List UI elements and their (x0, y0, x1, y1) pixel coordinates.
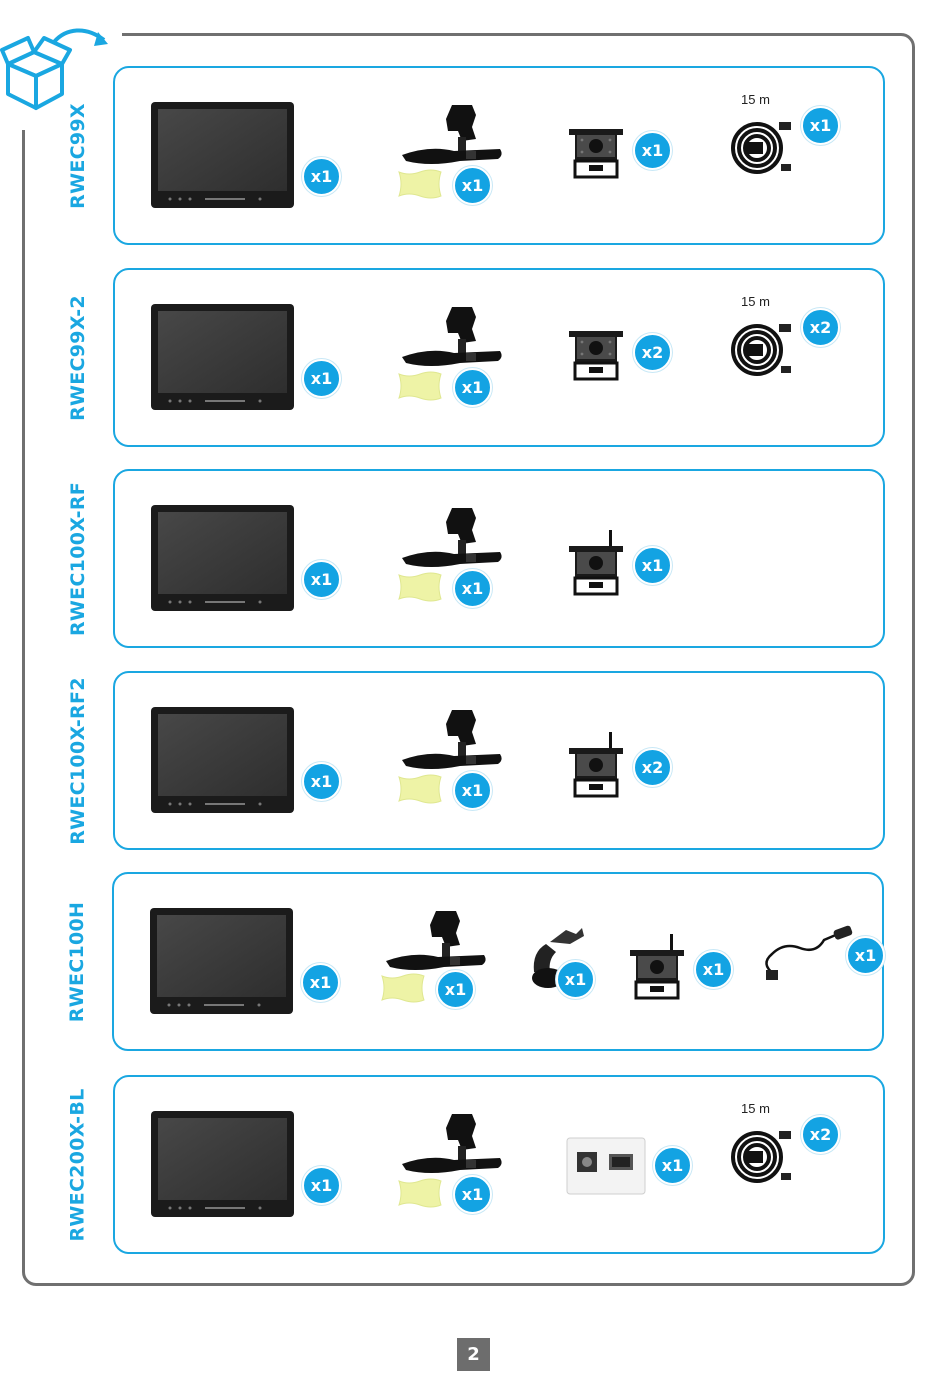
kit-box: RWEC100X-RF2 x1 x1 x2 (113, 671, 885, 850)
page-number: 2 (457, 1338, 490, 1371)
monitor-icon: x1 (149, 907, 294, 1019)
monitor-icon: x1 (150, 303, 295, 415)
quantity-badge: x2 (633, 748, 672, 787)
adhesive-pad-icon: x1 (395, 771, 445, 811)
quantity-badge: x1 (302, 359, 341, 398)
adhesive-pad-icon: x1 (395, 166, 445, 206)
monitor-icon: x1 (150, 706, 295, 818)
quantity-badge: x1 (846, 936, 885, 975)
quantity-badge: x1 (633, 546, 672, 585)
quantity-badge: x1 (302, 560, 341, 599)
quantity-badge: x1 (302, 157, 341, 196)
adhesive-pad-icon: x1 (395, 569, 445, 609)
kit-model-label: RWEC100H (57, 874, 97, 1049)
adhesive-pad-icon: x1 (395, 368, 445, 408)
cable-length-label: 15 m (741, 1101, 770, 1116)
wireless-camera-icon: x1 (626, 932, 688, 1008)
power-cable-icon: x1 (754, 924, 854, 988)
kit-model-text: RWEC99X (67, 103, 89, 209)
camera-icon: x1 (565, 125, 627, 187)
camera-icon: x2 (565, 327, 627, 389)
quantity-badge: x1 (453, 1175, 492, 1214)
kit-box: RWEC100X-RF x1 x1 x1 (113, 469, 885, 648)
quantity-badge: x2 (633, 333, 672, 372)
wireless-camera-icon: x1 (565, 528, 627, 604)
monitor-icon: x1 (150, 504, 295, 616)
quantity-badge: x1 (302, 1166, 341, 1205)
kit-model-label: RWEC99X-2 (58, 270, 98, 445)
monitor-icon: x1 (150, 1110, 295, 1222)
quantity-badge: x1 (302, 762, 341, 801)
quantity-badge: x1 (633, 131, 672, 170)
quantity-badge: x1 (453, 771, 492, 810)
quantity-badge: x1 (556, 960, 595, 999)
monitor-icon: x1 (150, 101, 295, 213)
kit-model-label: RWEC99X (58, 68, 98, 243)
kit-model-text: RWEC99X-2 (67, 295, 89, 421)
quantity-badge: x1 (453, 569, 492, 608)
quantity-badge: x1 (436, 970, 475, 1009)
kit-model-text: RWEC100X-RF (67, 481, 89, 635)
quantity-badge: x1 (453, 368, 492, 407)
kit-model-text: RWEC100X-RF2 (67, 677, 89, 845)
wireless-camera-icon: x2 (565, 730, 627, 806)
quantity-badge: x2 (801, 1115, 840, 1154)
kit-model-text: RWEC100H (66, 901, 88, 1021)
kit-model-label: RWEC100X-RF2 (58, 673, 98, 848)
adhesive-pad-icon: x1 (395, 1175, 445, 1215)
white-camera-icon: x1 (565, 1134, 647, 1202)
adhesive-pad-icon: x1 (378, 970, 428, 1010)
quantity-badge: x1 (801, 106, 840, 145)
kit-box: RWEC100H x1 x1 x1 x1 x1 (112, 872, 884, 1051)
kit-model-label: RWEC200X-BL (58, 1077, 98, 1252)
quantity-badge: x1 (301, 963, 340, 1002)
kit-model-text: RWEC200X-BL (67, 1088, 89, 1241)
quantity-badge: x1 (453, 166, 492, 205)
quantity-badge: x2 (801, 308, 840, 347)
cable-length-label: 15 m (741, 92, 770, 107)
cable-length-label: 15 m (741, 294, 770, 309)
quantity-badge: x1 (694, 950, 733, 989)
suction-mount-icon: x1 (526, 922, 586, 996)
kit-model-label: RWEC100X-RF (58, 471, 98, 646)
quantity-badge: x1 (653, 1146, 692, 1185)
